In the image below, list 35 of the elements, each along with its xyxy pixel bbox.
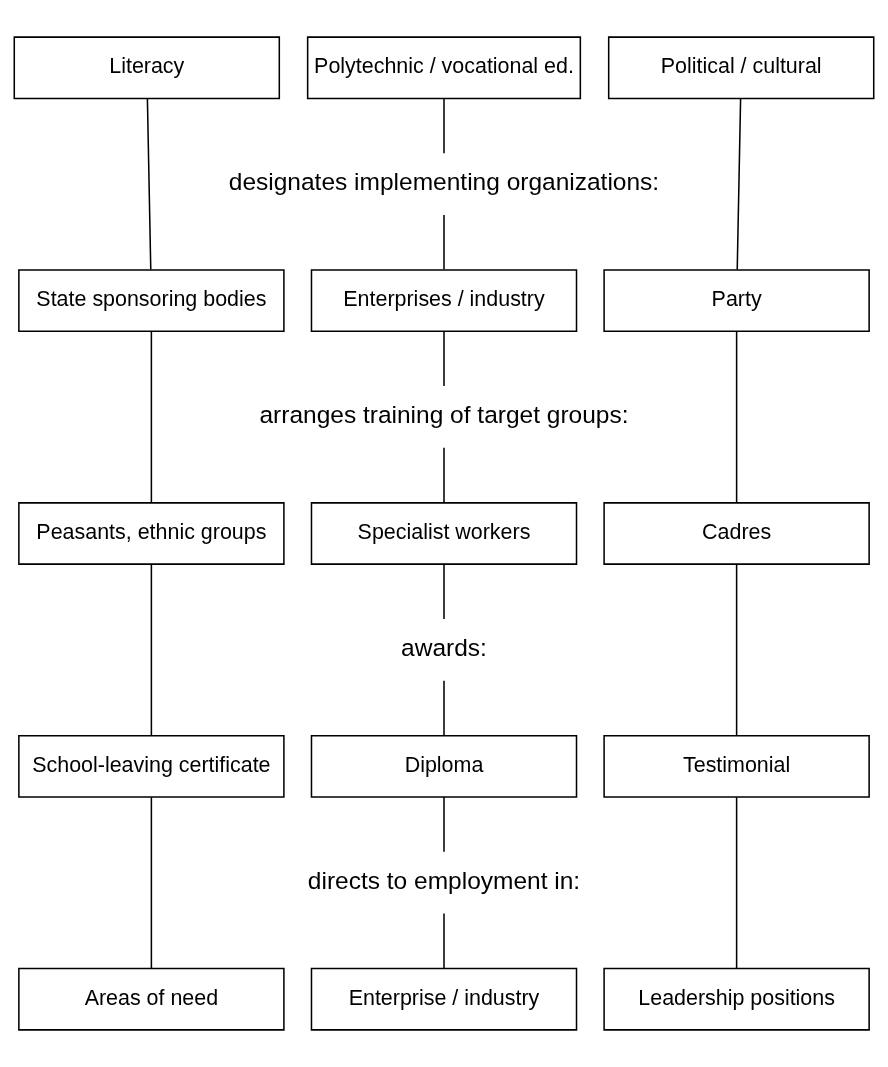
node-box: Political / cultural: [607, 36, 875, 100]
node-text: arranges training of target groups:: [259, 400, 629, 428]
connector: [443, 97, 445, 154]
connector: [443, 447, 445, 504]
connector: [150, 563, 153, 737]
node-box: Leadership positions: [603, 967, 870, 1031]
connector: [443, 679, 445, 737]
node-box: Enterprise / industry: [310, 967, 578, 1031]
connector: [735, 563, 738, 737]
connector: [443, 330, 445, 387]
node-text: awards:: [401, 633, 487, 661]
connector: [146, 97, 152, 271]
connector: [150, 330, 153, 504]
connector: [735, 330, 738, 504]
connector: [736, 97, 742, 271]
connector: [443, 796, 445, 853]
node-text: directs to employment in:: [307, 866, 581, 894]
node-box: Polytechnic / vocational ed.: [306, 36, 582, 100]
node-box: State sponsoring bodies: [18, 269, 285, 333]
connector: [150, 796, 153, 969]
node-box: Peasants, ethnic groups: [18, 502, 285, 565]
node-box: Testimonial: [603, 734, 870, 798]
node-box: Diploma: [310, 734, 578, 798]
node-box: Enterprises / industry: [310, 269, 578, 333]
node-box: School-leaving certificate: [18, 734, 285, 798]
connector: [443, 912, 445, 969]
node-box: Cadres: [603, 502, 870, 565]
node-box: Areas of need: [18, 967, 285, 1031]
node-box: Party: [603, 269, 870, 333]
node-box: Literacy: [13, 36, 281, 100]
connector: [443, 214, 445, 271]
node-text: designates implementing organizations:: [228, 168, 660, 196]
connector: [735, 796, 738, 969]
connector: [443, 563, 445, 620]
node-box: Specialist workers: [310, 502, 578, 565]
